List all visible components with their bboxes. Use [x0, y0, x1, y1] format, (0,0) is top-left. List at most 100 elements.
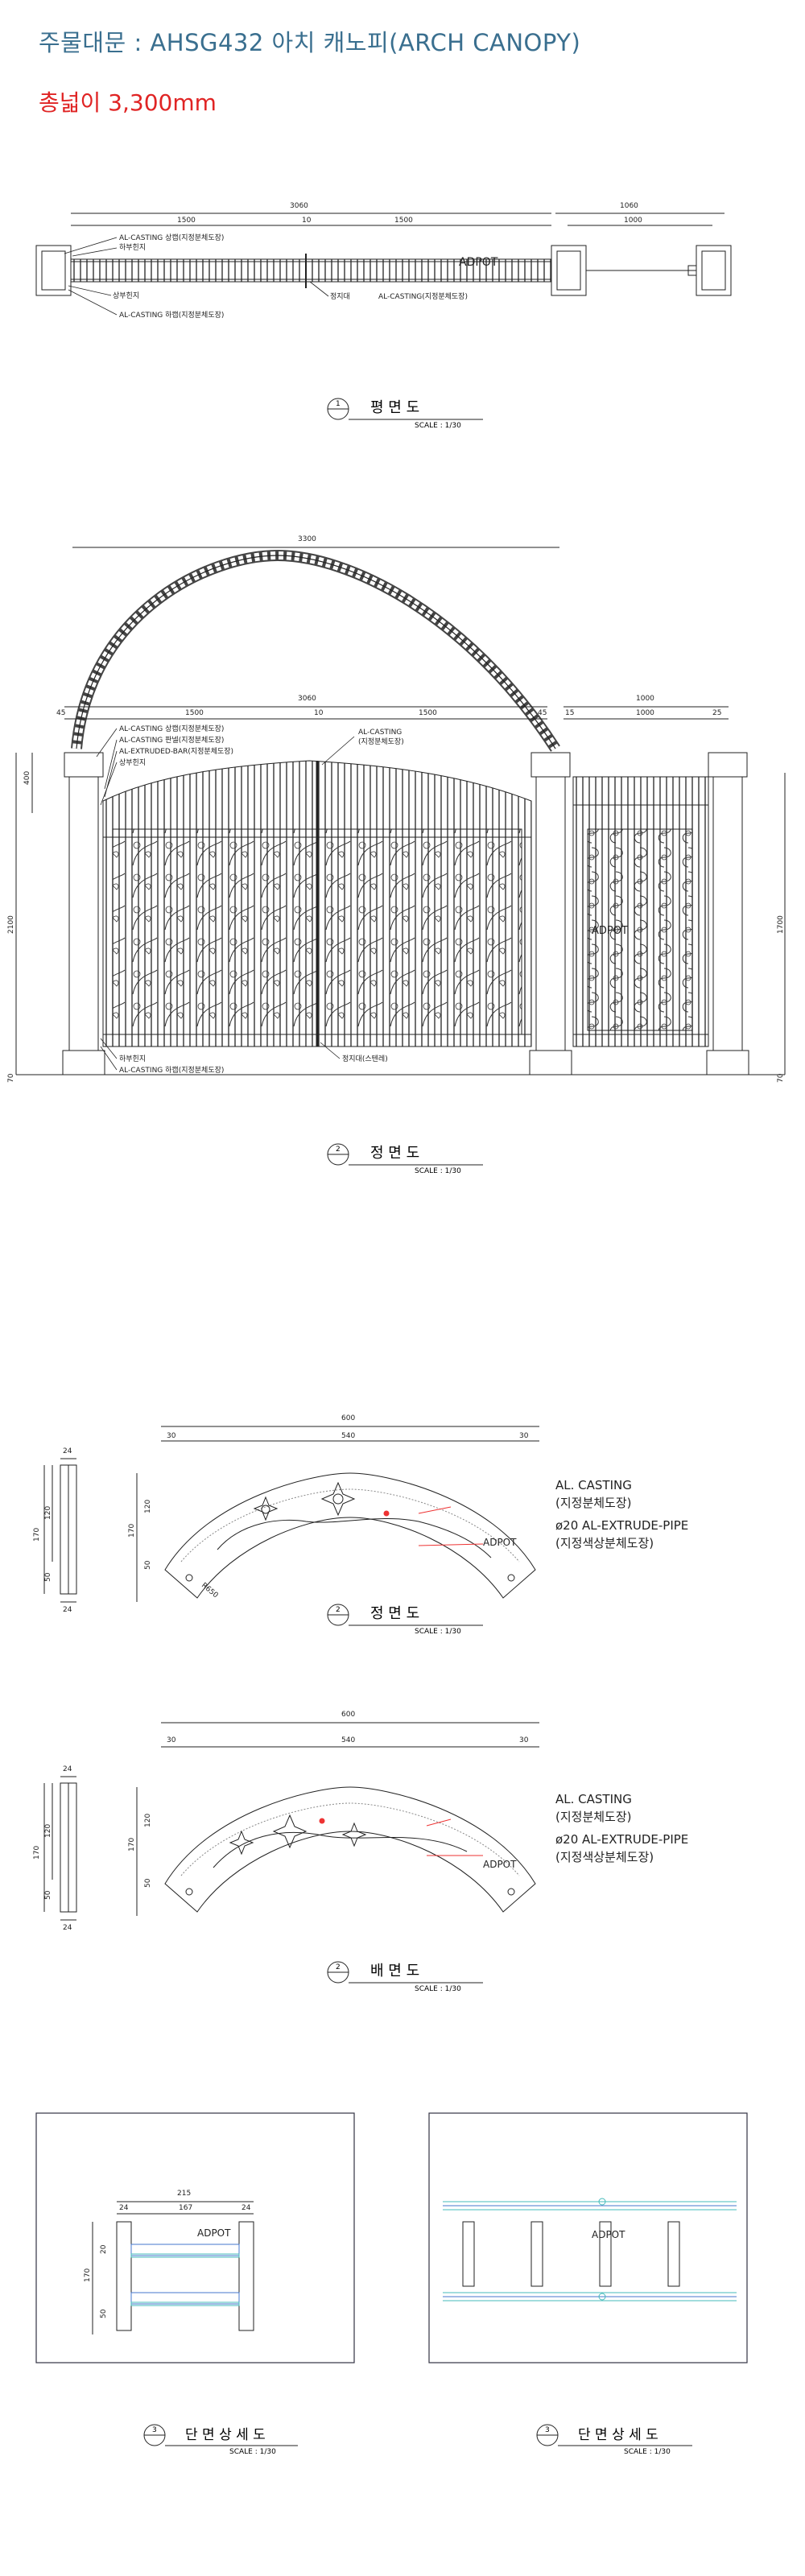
post-base-right	[706, 1050, 749, 1075]
dim-label: 120	[144, 1500, 152, 1513]
callout-stopper: 정지대(스텐레)	[342, 1055, 388, 1063]
dim-label: 70	[777, 1073, 785, 1083]
callout-bottom-frame: AL-CASTING 하캡(지정분체도장)	[119, 310, 224, 320]
dim-label: 540	[341, 1432, 355, 1440]
post-cap-mid	[530, 752, 571, 778]
dim-label: 30	[167, 1432, 176, 1440]
dim-label: 24	[63, 1447, 72, 1455]
canopy-back: ADPOT	[43, 1722, 539, 1921]
dim-label: 120	[144, 1814, 152, 1827]
plan-view: ADPOT	[35, 213, 732, 296]
callout-casting: AL. CASTING	[555, 1478, 632, 1492]
callout-pipe: ø20 AL-EXTRUDE-PIPE	[555, 1832, 688, 1847]
dim-label: 24	[63, 1606, 72, 1614]
post-cap-right	[708, 752, 748, 778]
watermark: ADPOT	[592, 925, 628, 937]
dim-label: 3060	[298, 695, 316, 703]
dim-label: 1000	[624, 217, 642, 225]
section-bar	[530, 2221, 543, 2287]
dim-label: 170	[33, 1846, 41, 1860]
callout-casting-finish: (지정분체도장)	[358, 737, 404, 746]
dim-label: 600	[341, 1414, 355, 1422]
front-view: ADPOT	[15, 547, 786, 1075]
caption-num: 2	[336, 1963, 341, 1971]
caption-section-right: 3 단 면 상 세 도 SCALE : 1/30	[536, 2424, 692, 2456]
dim-label: 1000	[636, 709, 654, 717]
dim-label: 600	[341, 1711, 355, 1719]
section-bar	[462, 2221, 475, 2287]
dim-label: 15	[565, 709, 574, 717]
caption-canopy-front: 2 정 면 도 SCALE : 1/30	[327, 1604, 483, 1636]
callout-stopper: 정지대	[330, 292, 350, 301]
post-base-left	[62, 1050, 105, 1075]
dim-label: 24	[242, 2204, 251, 2212]
section-post-left	[116, 2221, 132, 2331]
dim-label: 120	[44, 1824, 52, 1838]
caption-scale: SCALE : 1/30	[415, 1167, 461, 1175]
page-title: 주물대문 : AHSG432 아치 캐노피(ARCH CANOPY)	[39, 29, 581, 56]
dim-label: 215	[177, 2190, 191, 2198]
callout-pipe: ø20 AL-EXTRUDE-PIPE	[555, 1518, 688, 1533]
dim-label: 1060	[620, 202, 638, 210]
caption-num: 2	[336, 1606, 341, 1614]
dim-label: 45	[538, 709, 547, 717]
dim-label: 120	[44, 1506, 52, 1520]
floral-ornament	[217, 1481, 492, 1558]
callout-casting: AL-CASTING(지정분체도장)	[378, 292, 468, 301]
dim-label: 30	[519, 1736, 529, 1744]
dim-label: 400	[23, 771, 31, 785]
dim-label: 10	[314, 709, 324, 717]
section-rail-top	[130, 2244, 240, 2256]
arch-canopy	[71, 549, 560, 752]
post-right	[712, 776, 743, 1051]
caption-canopy-back: 2 배 면 도 SCALE : 1/30	[327, 1961, 483, 1993]
dim-label: 1000	[636, 695, 654, 703]
post-mid	[535, 776, 566, 1051]
dim-label: 70	[7, 1073, 15, 1083]
callout-panel: AL-CASTING 판넬(지정분체도장)	[119, 735, 224, 745]
callout-casting: AL. CASTING	[555, 1792, 632, 1806]
dim-label: 2100	[7, 915, 15, 934]
side-gate-ornament	[587, 828, 693, 1031]
caption-front: 2 정 면 도 SCALE : 1/30	[327, 1143, 483, 1175]
caption-title: 단 면 상 세 도	[185, 2427, 266, 2443]
section-detail-left: ADPOT	[92, 2201, 254, 2334]
dim-label: 10	[302, 217, 312, 225]
section-detail-right-frame	[428, 2112, 748, 2363]
plan-post-mid	[551, 245, 587, 296]
caption-scale: SCALE : 1/30	[415, 1985, 461, 1993]
caption-num: 2	[336, 1146, 341, 1154]
caption-section-left: 3 단 면 상 세 도 SCALE : 1/30	[143, 2424, 298, 2456]
dim-label: 170	[33, 1528, 41, 1542]
section-bar	[599, 2221, 612, 2287]
plan-gate-rail	[70, 258, 552, 283]
caption-title: 평 면 도	[370, 399, 419, 416]
dim-label: 24	[63, 1765, 72, 1773]
dim-label: 170	[128, 1524, 136, 1538]
caption-title: 정 면 도	[370, 1605, 419, 1622]
callout-top-frame: AL-CASTING 상캡(지정분체도장)	[119, 233, 224, 242]
dim-label: 30	[519, 1432, 529, 1440]
callout-casting-finish: (지정분체도장)	[555, 1810, 632, 1824]
floral-ornament	[213, 1814, 468, 1868]
watermark: ADPOT	[483, 1537, 517, 1548]
caption-num: 1	[336, 400, 341, 408]
dim-label: 3300	[298, 535, 316, 543]
section-post-right	[238, 2221, 254, 2331]
caption-plan: 1 평 면 도 SCALE : 1/30	[327, 398, 483, 430]
dim-label: 170	[128, 1838, 136, 1852]
callout-upper-hinge: 상부힌지	[113, 291, 139, 300]
watermark: ADPOT	[197, 2227, 231, 2239]
dim-label: 24	[63, 1924, 72, 1932]
callout-upper-hinge: 상부힌지	[119, 758, 146, 767]
dim-label: 3060	[290, 202, 308, 210]
callout-lower-hinge: 하부힌지	[119, 1054, 146, 1063]
dim-label: 1500	[419, 709, 437, 717]
dim-label: 20	[100, 2244, 108, 2254]
callout-bar: AL-EXTRUDED-BAR(지정분체도장)	[119, 747, 233, 756]
caption-scale: SCALE : 1/30	[229, 2448, 276, 2456]
watermark: ADPOT	[592, 2229, 625, 2240]
caption-title: 단 면 상 세 도	[578, 2427, 658, 2443]
total-width: 총넓이 3,300mm	[39, 89, 217, 116]
